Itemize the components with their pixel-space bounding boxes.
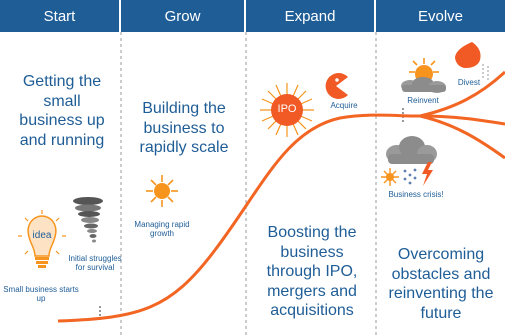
lightbulb-icon <box>18 210 66 268</box>
phase-expand: Expand <box>246 0 376 32</box>
pacman-icon <box>325 73 348 99</box>
growth-curve <box>57 113 421 323</box>
phase-grow: Grow <box>121 0 246 32</box>
managing-growth-label: Managing rapid growth <box>134 220 190 239</box>
initial-struggles-label: Initial struggles for survival <box>68 254 122 273</box>
start-description: Getting the small business up and runnin… <box>19 73 105 149</box>
rocket-icon <box>455 42 489 80</box>
business-crisis-label: Business crisis! <box>388 190 444 199</box>
acquire-label: Acquire <box>330 101 358 110</box>
phase-start: Start <box>0 0 121 32</box>
idea-label: idea <box>32 230 52 241</box>
curve-branch-down <box>419 114 505 160</box>
reinvent-label: Reinvent <box>407 96 439 105</box>
phase-evolve: Evolve <box>376 0 505 32</box>
phase-header: Start Grow Expand Evolve <box>0 0 505 32</box>
sun-icon <box>146 175 178 207</box>
ipo-label: IPO <box>277 103 297 115</box>
tornado-icon <box>73 197 103 243</box>
storm-cloud-icon <box>381 136 437 186</box>
curve-branch-flat <box>419 114 505 126</box>
sun-cloud-icon <box>401 58 446 93</box>
ipo-burst-icon <box>260 83 314 137</box>
grow-description: Building the business to rapidly scale <box>139 100 229 157</box>
expand-description: Boosting the business through IPO, merge… <box>266 224 358 320</box>
small-business-label: Small business starts up <box>3 285 79 304</box>
curve-branch-up <box>419 70 505 118</box>
evolve-description: Overcoming obstacles and reinventing the… <box>388 246 494 322</box>
divest-label: Divest <box>457 78 481 87</box>
